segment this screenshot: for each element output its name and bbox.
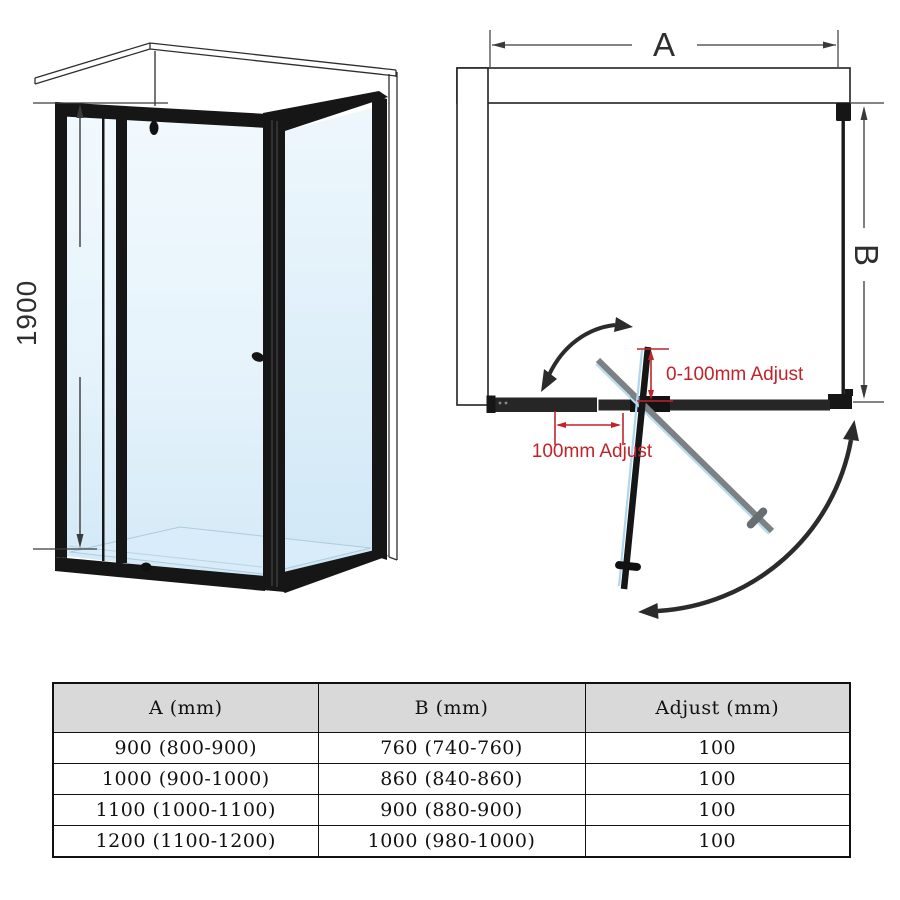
door-glass-edge: [617, 349, 644, 587]
door-panel: [620, 346, 652, 590]
iso-view: 1900: [11, 42, 398, 593]
side-back-post: [372, 94, 387, 560]
bracket-screw: [498, 401, 502, 405]
extension-lines: [489, 30, 884, 403]
cell-a: 1000 (900-1000): [52, 763, 319, 795]
door-handle: [615, 561, 641, 571]
arc-arrow-icon: [614, 317, 633, 332]
adjustment-annotations: [554, 348, 673, 445]
side-panel-plan: [841, 120, 845, 396]
cell-adjust: 100: [584, 825, 851, 858]
frame-profiles: [55, 91, 388, 593]
pivot-hinge-bottom: [140, 562, 152, 572]
corner-post: [263, 113, 285, 592]
width-dimension-label: A: [653, 26, 675, 63]
tray-edge-line: [67, 545, 263, 568]
depth-dimension-label: B: [848, 244, 885, 266]
table-row: 1200 (1100-1200) 1000 (980-1000) 100: [52, 825, 851, 858]
cell-b: 1000 (980-1000): [317, 825, 586, 858]
cell-adjust: 100: [584, 732, 851, 764]
corner-post-seam: [271, 120, 278, 587]
table-row: 900 (800-900) 760 (740-760) 100: [52, 732, 851, 764]
cell-b: 860 (840-860): [317, 763, 586, 795]
col-header-b: B (mm): [317, 682, 586, 733]
door-open-glass-edge: [595, 363, 770, 535]
door-open-handle: [746, 507, 768, 529]
door-open-position: [595, 357, 775, 535]
col-header-adjust: Adjust (mm): [584, 682, 851, 733]
door-open-panel: [595, 357, 775, 534]
red-arrow-left-icon: [556, 422, 566, 428]
wall-bracket-left: [486, 395, 496, 413]
pivot-swing-arc: [541, 317, 633, 392]
cell-adjust: 100: [584, 794, 851, 826]
wall-clamp-top: [836, 103, 851, 121]
door-swing-arc: [638, 420, 859, 619]
front-top-rail: [55, 102, 285, 129]
table-row: 1000 (900-1000) 860 (840-860) 100: [52, 763, 851, 795]
arrow-left-icon: [492, 41, 505, 49]
small-arc: [547, 323, 616, 376]
panel-adjust-label: 100mm Adjust: [532, 441, 653, 462]
shower-tray: [69, 526, 372, 575]
arc-arrow-icon: [541, 369, 557, 392]
bracket-screw: [504, 401, 508, 405]
wall-wireframe: [388, 72, 398, 561]
corner-fitting: [828, 394, 852, 409]
cell-a: 1100 (1000-1100): [52, 794, 319, 826]
col-header-a: A (mm): [52, 682, 319, 733]
height-dimension: [33, 102, 168, 550]
arrow-down-icon: [860, 385, 868, 399]
large-arc: [657, 439, 854, 614]
bottom-track-left: [490, 397, 597, 412]
table-row: 1100 (1000-1100) 900 (880-900) 100: [52, 794, 851, 826]
pivot-hinge-top: [149, 121, 159, 135]
product-diagram: 1900 A B: [11, 26, 885, 619]
door-closed-position: [615, 346, 652, 590]
arrow-up-icon: [860, 106, 868, 120]
top-wall: [456, 67, 851, 104]
fixed-glass-panel: [67, 110, 116, 562]
roof-wireframe: [34, 42, 397, 106]
red-arrow-down-icon: [648, 390, 654, 400]
front-bottom-rail: [55, 557, 265, 591]
depth-dimension: B: [848, 106, 885, 399]
door-glass-panel: [127, 114, 263, 578]
left-wall: [456, 67, 489, 406]
glass-divider: [102, 111, 105, 561]
arrow-right-icon: [823, 41, 836, 49]
plan-view: A B: [456, 26, 885, 619]
red-arrow-right-icon: [611, 422, 621, 428]
size-table: A (mm) B (mm) Adjust (mm) 900 (800-900) …: [52, 682, 851, 858]
corner-fitting-step: [845, 389, 853, 396]
door-adjust-label: 0-100mm Adjust: [666, 364, 804, 385]
cell-a: 900 (800-900): [52, 732, 319, 764]
arrow-down-icon: [76, 534, 84, 548]
arrow-up-icon: [76, 104, 84, 118]
arc-arrow-icon: [843, 420, 859, 441]
side-bottom-rail: [263, 549, 388, 593]
width-dimension: A: [492, 26, 836, 63]
cell-adjust: 100: [584, 763, 851, 795]
height-dimension-label: 1900: [11, 280, 42, 346]
mid-post: [116, 113, 127, 563]
door-handle-knob: [251, 352, 265, 362]
cell-b: 900 (880-900): [317, 794, 586, 826]
bottom-track-right: [598, 399, 830, 411]
cell-b: 760 (740-760): [317, 732, 586, 764]
red-arrow-up-icon: [648, 350, 654, 360]
arc-arrow-icon: [638, 603, 659, 619]
side-top-rail: [263, 91, 388, 131]
cell-a: 1200 (1100-1200): [52, 825, 319, 858]
side-glass-panel: [285, 108, 372, 580]
table-header-row: A (mm) B (mm) Adjust (mm): [52, 682, 851, 733]
left-post: [55, 102, 67, 558]
